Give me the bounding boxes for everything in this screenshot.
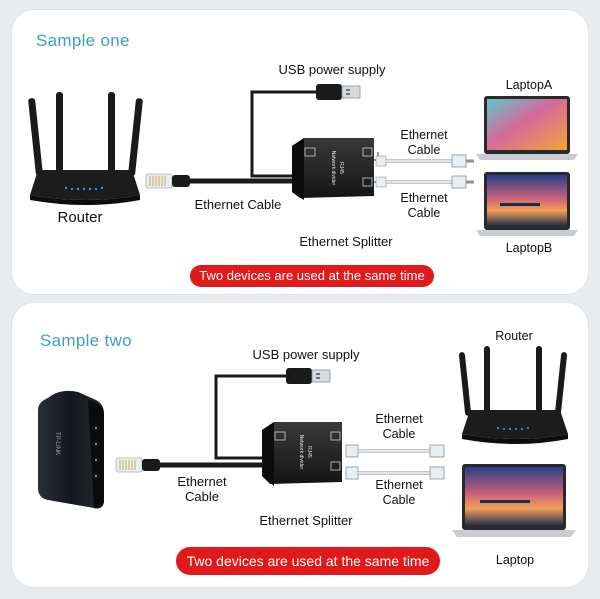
- sample-one-title: Sample one: [36, 31, 130, 50]
- splitter-print-text-2: Network divider: [298, 435, 304, 470]
- ethernet-cable-a-line1: Ethernet: [400, 128, 448, 142]
- ethernet-cable-b-line2: Cable: [407, 206, 441, 220]
- output-cable-a: [345, 444, 445, 458]
- ethernet-splitter-label: Ethernet Splitter: [299, 234, 393, 249]
- router-label: Router: [495, 329, 533, 343]
- ethernet-cable-b-label: Ethernet Cable: [366, 478, 432, 508]
- splitter-icon: RJ45 Network divider: [262, 422, 342, 486]
- ethernet-cable-a-line1: Ethernet: [375, 412, 423, 426]
- laptop-b-icon: [476, 172, 578, 236]
- usb-power-supply-label: USB power supply: [252, 347, 360, 362]
- laptop-a-icon: [476, 96, 578, 160]
- splitter-print-text-1: RJ45: [306, 446, 312, 458]
- splitter-print-text-2: Network divider: [330, 151, 336, 186]
- output-cable-b: [345, 466, 445, 480]
- same-time-banner: Two devices are used at the same time: [176, 547, 440, 575]
- ethernet-cable-line1: Ethernet: [177, 474, 227, 489]
- ethernet-cable-a-label: Ethernet Cable: [366, 412, 432, 442]
- ethernet-cable-a-label: Ethernet Cable: [392, 128, 456, 158]
- usb-plug-icon: [316, 84, 361, 100]
- ethernet-cable-label: Ethernet Cable: [194, 197, 282, 212]
- ethernet-cable-label: Ethernet Cable: [166, 474, 238, 504]
- ethernet-cable-a-line2: Cable: [407, 143, 441, 157]
- rj45-plug-icon: [145, 173, 190, 189]
- ethernet-cable-b-line2: Cable: [382, 493, 416, 507]
- ethernet-splitter-label: Ethernet Splitter: [259, 513, 353, 528]
- laptop-a-label: LaptopA: [505, 78, 553, 92]
- laptop-icon: [452, 464, 576, 537]
- usb-power-supply-label: USB power supply: [278, 62, 386, 77]
- ethernet-cable-b-label: Ethernet Cable: [392, 191, 456, 221]
- ethernet-cable-b-line1: Ethernet: [400, 191, 448, 205]
- same-time-banner: Two devices are used at the same time: [190, 265, 434, 287]
- ethernet-cable-a-line2: Cable: [382, 427, 416, 441]
- usb-cable-line: [214, 374, 288, 460]
- router-icon: [458, 346, 568, 444]
- splitter-icon: RJ45 Network divider: [292, 138, 374, 200]
- output-cable-a: [374, 152, 474, 168]
- usb-cable-line: [250, 90, 318, 178]
- ethernet-cable-line2: Cable: [185, 489, 219, 504]
- splitter-print-text-1: RJ45: [338, 162, 344, 174]
- modem-brand: TP-LINK: [54, 432, 60, 455]
- usb-plug-icon: [286, 368, 331, 384]
- ethernet-cable-b-line1: Ethernet: [375, 478, 423, 492]
- router-icon: [28, 92, 143, 205]
- sample-two-title: Sample two: [40, 331, 132, 350]
- rj45-plug-icon: [115, 457, 160, 473]
- modem-icon: TP-LINK: [38, 390, 104, 509]
- output-cable-b: [374, 175, 474, 189]
- laptop-b-label: LaptopB: [505, 241, 553, 255]
- router-label: Router: [57, 209, 103, 226]
- laptop-label: Laptop: [495, 553, 535, 567]
